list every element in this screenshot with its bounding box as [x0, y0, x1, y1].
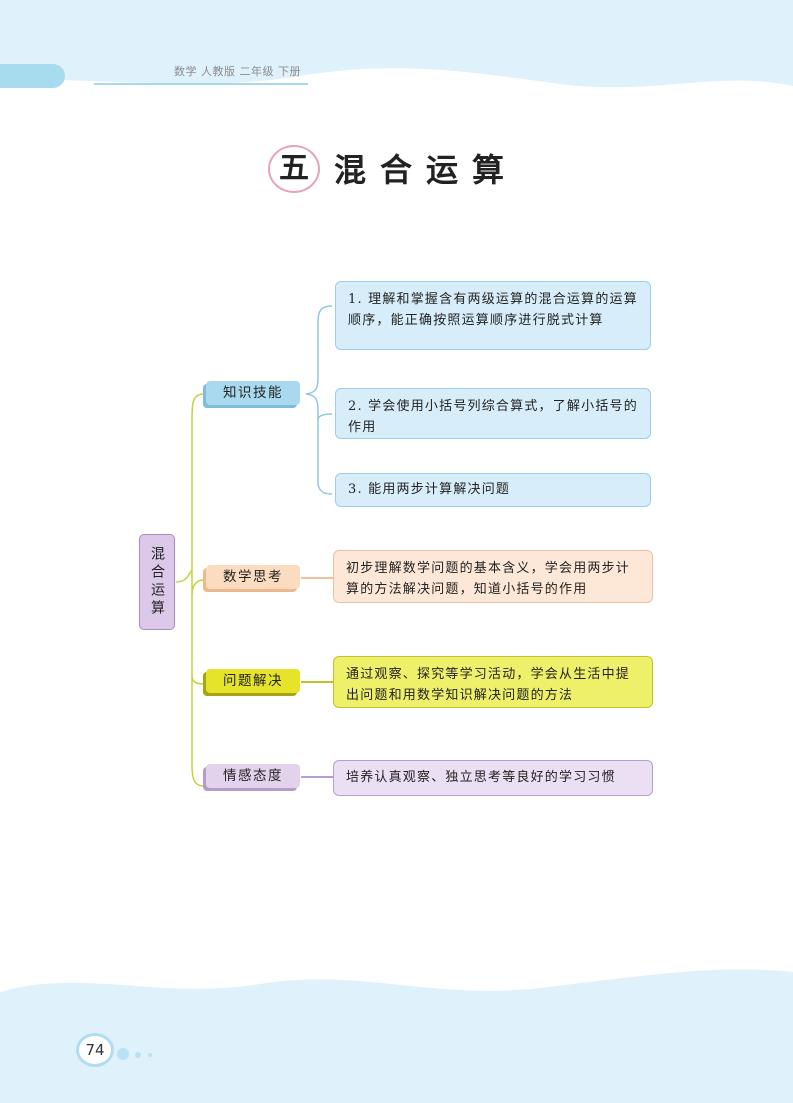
decor-dot-small	[148, 1053, 152, 1057]
chapter-title: 混合运算	[334, 151, 519, 189]
branch-emotion-attitude: 情感态度	[206, 764, 300, 788]
emotion-attitude-text: 培养认真观察、独立思考等良好的学习习惯	[333, 760, 653, 796]
decor-dot-large	[117, 1048, 129, 1060]
book-info: 数学 人教版 二年级 下册	[174, 65, 301, 78]
knowledge-item-1: 1. 理解和掌握含有两级运算的混合运算的运算顺序，能正确按照运算顺序进行脱式计算	[335, 281, 651, 350]
knowledge-item-2: 2. 学会使用小括号列综合算式，了解小括号的作用	[335, 388, 651, 439]
header-divider	[94, 83, 308, 85]
page-number: 74	[76, 1033, 114, 1067]
math-thinking-text: 初步理解数学问题的基本含义，学会用两步计算的方法解决问题，知道小括号的作用	[333, 550, 653, 603]
decor-dot-medium	[135, 1052, 141, 1058]
chapter-number: 五	[268, 145, 320, 193]
knowledge-item-3: 3. 能用两步计算解决问题	[335, 473, 651, 507]
branch-problem-solving: 问题解决	[206, 669, 300, 693]
branch-math-thinking: 数学思考	[206, 565, 300, 589]
problem-solving-text: 通过观察、探究等学习活动，学会从生活中提出问题和用数学知识解决问题的方法	[333, 656, 653, 708]
root-label: 混合运算	[149, 546, 165, 618]
header-tab	[0, 64, 65, 88]
branch-knowledge-skills: 知识技能	[206, 381, 300, 405]
mindmap-root: 混合运算	[139, 534, 175, 630]
